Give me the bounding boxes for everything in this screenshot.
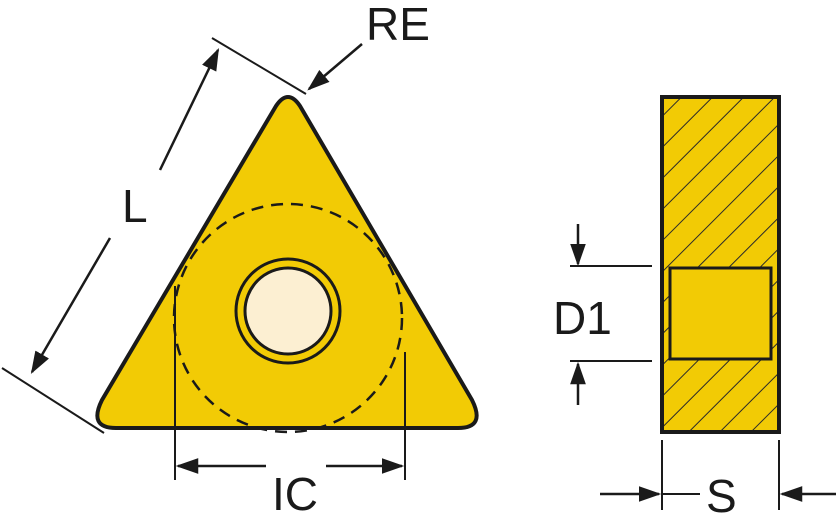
center-hole [243, 266, 333, 356]
l-label: L [122, 180, 148, 232]
side-view-hole-section [668, 266, 773, 361]
l-dimension-arrow-bottom [30, 237, 112, 374]
side-view-body-hatched [660, 95, 781, 434]
l-dimension: L [1, 47, 220, 434]
re-dimension: RE [211, 0, 430, 95]
re-label: RE [366, 0, 430, 50]
insert-side-view [660, 95, 781, 434]
ic-label: IC [272, 468, 318, 520]
insert-top-view [95, 95, 479, 434]
inscribed-circle-dashed [172, 202, 404, 434]
d1-label: D1 [553, 292, 612, 344]
l-extension-line-bottom [1, 367, 105, 434]
s-dimension: S [600, 440, 836, 522]
ic-dimension: IC [174, 286, 406, 520]
s-label: S [706, 470, 737, 522]
re-leader-arrow [307, 43, 363, 91]
d1-dimension: D1 [553, 224, 652, 405]
re-extension-line [211, 37, 307, 95]
l-dimension-arrow-top [158, 47, 220, 171]
